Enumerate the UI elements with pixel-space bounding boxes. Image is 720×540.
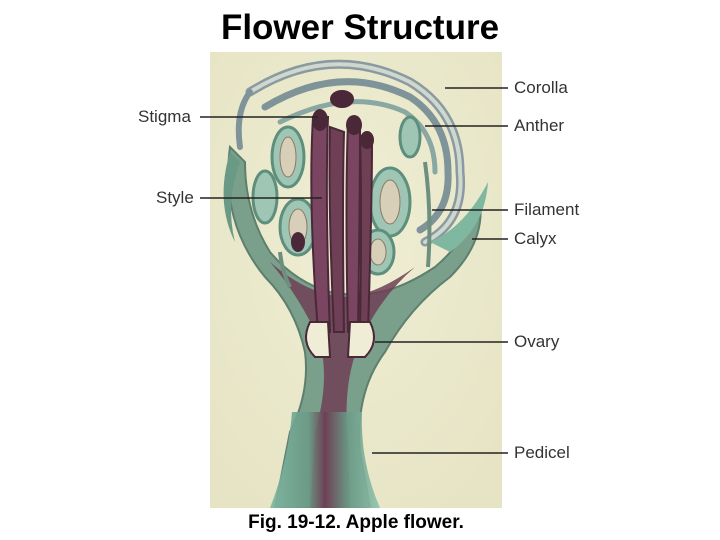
filaments (278, 161, 432, 288)
label-style: Style (156, 188, 194, 207)
label-stigma: Stigma (138, 107, 191, 126)
label-pedicel: Pedicel (514, 443, 570, 462)
stigmas (291, 90, 374, 252)
figure-caption: Fig. 19-12. Apple flower. (248, 512, 464, 533)
styles (310, 116, 374, 333)
anthers-right (360, 115, 422, 276)
apple-flower-micrograph (210, 52, 502, 508)
label-calyx: Calyx (514, 229, 557, 248)
pedicel (270, 412, 380, 508)
calyx-sepal-right (430, 182, 488, 252)
label-ovary: Ovary (514, 332, 560, 351)
label-anther: Anther (514, 116, 565, 135)
page-title: Flower Structure (220, 8, 500, 47)
corolla-petals (235, 59, 466, 247)
label-filament: Filament (514, 200, 580, 219)
ovary-cavities (305, 321, 375, 358)
calyx-sepal-left (223, 152, 240, 242)
label-corolla: Corolla (514, 78, 568, 97)
